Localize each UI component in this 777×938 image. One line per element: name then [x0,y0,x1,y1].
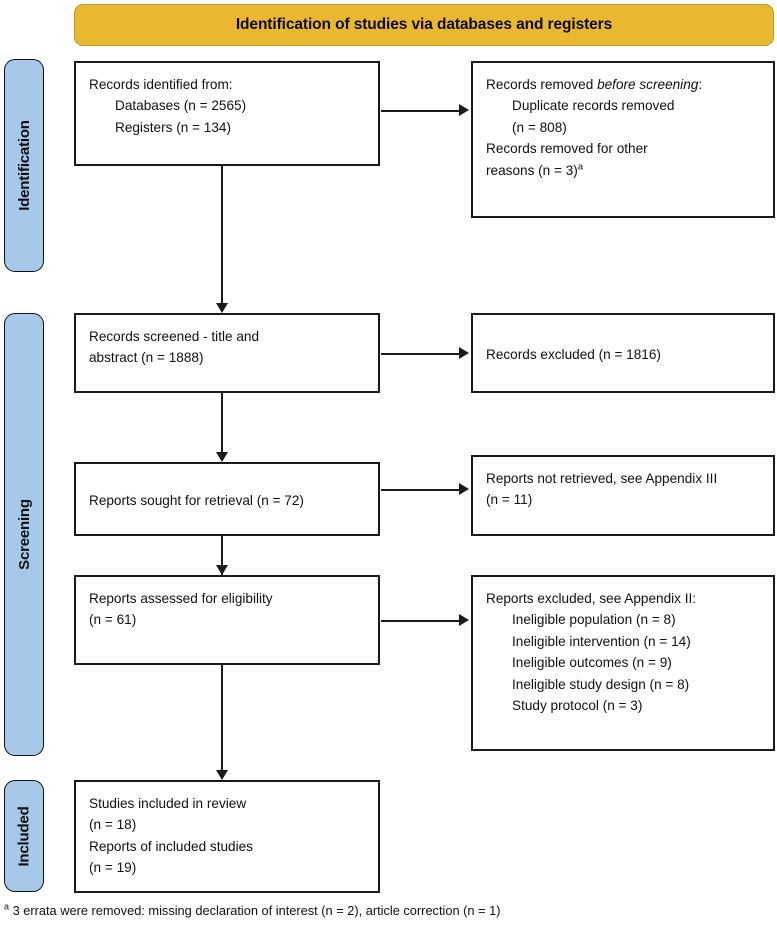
arrow-line-sought-to-not-retrieved [381,489,461,491]
records-identified-line-2: Databases (n = 2565) [115,98,247,114]
box-reports-not-retrieved: Reports not retrieved, see Appendix III … [471,455,775,536]
box-records-removed: Records removed before screening: Duplic… [471,61,775,218]
reports-excluded-line-2: Ineligible population (n = 8) [512,612,676,628]
footnote: a 3 errata were removed: missing declara… [4,901,774,918]
arrow-line-screened-to-sought [221,393,223,453]
records-excluded-line-1: Records excluded (n = 1816) [486,346,661,362]
records-identified-line-3: Registers (n = 134) [115,119,231,135]
reports-excluded-line-1: Reports excluded, see Appendix II: [486,591,697,606]
stage-label-identification: Identification [15,120,33,211]
records-screened-line-1: Records screened - title and [89,329,260,344]
arrow-line-assessed-to-included [221,665,223,771]
arrow-head-assessed-to-included [215,770,228,780]
footnote-marker: a [4,901,10,912]
arrow-line-screened-to-excluded [381,353,461,355]
stage-label-included: Included [15,805,33,867]
arrow-line-identified-to-removed [381,110,461,112]
reports-excluded-line-5: Ineligible study design (n = 8) [512,676,690,692]
box-studies-included: Studies included in review (n = 18) Repo… [74,780,380,893]
reports-assessed-line-1: Reports assessed for eligibility [89,591,273,606]
stage-bar-included: Included [4,780,44,892]
diagram-header-banner: Identification of studies via databases … [74,4,774,46]
records-screened-line-2: abstract (n = 1888) [89,350,204,366]
arrow-line-identified-to-screened [221,166,223,304]
studies-included-line-1: Studies included in review [89,796,247,811]
box-records-screened: Records screened - title and abstract (n… [74,313,380,393]
records-removed-line-3: (n = 808) [512,119,567,135]
arrow-head-identified-to-screened [215,303,228,313]
box-records-excluded: Records excluded (n = 1816) [471,313,775,393]
reports-sought-line-1: Reports sought for retrieval (n = 72) [89,492,304,508]
stage-label-screening: Screening [15,499,33,570]
arrow-head-identified-to-removed [459,104,469,116]
reports-not-retrieved-line-2: (n = 11) [486,492,533,508]
box-records-identified: Records identified from: Databases (n = … [74,61,380,166]
studies-included-line-3: Reports of included studies [89,838,253,854]
stage-bar-identification: Identification [4,59,44,272]
arrow-head-sought-to-not-retrieved [459,483,469,495]
arrow-line-sought-to-assessed [221,536,223,576]
box-reports-excluded: Reports excluded, see Appendix II: Ineli… [471,575,775,751]
box-reports-assessed: Reports assessed for eligibility (n = 61… [74,575,380,665]
records-removed-line-2: Duplicate records removed [512,98,675,114]
reports-excluded-line-6: Study protocol (n = 3) [512,698,643,714]
reports-assessed-line-2: (n = 61) [89,612,137,628]
records-identified-line-1: Records identified from: [89,77,233,92]
reports-excluded-line-3: Ineligible intervention (n = 14) [512,633,691,649]
arrow-head-screened-to-excluded [459,347,469,359]
arrow-head-screened-to-sought [215,452,228,462]
records-removed-line-5: reasons (n = 3)a [486,160,584,178]
box-reports-sought: Reports sought for retrieval (n = 72) [74,462,380,536]
reports-not-retrieved-line-1: Reports not retrieved, see Appendix III [486,471,718,486]
arrow-head-assessed-to-excluded [459,614,469,626]
studies-included-line-4: (n = 19) [89,860,137,876]
records-removed-line-4: Records removed for other [486,141,648,157]
footnote-text: 3 errata were removed: missing declarati… [9,903,501,918]
arrow-head-sought-to-assessed [215,565,228,575]
page-title: Identification of studies via databases … [235,16,613,33]
studies-included-line-2: (n = 18) [89,817,137,833]
arrow-line-assessed-to-excluded [381,620,461,622]
records-removed-line-1: Records removed before screening: [486,77,703,92]
reports-excluded-line-4: Ineligible outcomes (n = 9) [512,655,672,671]
stage-bar-screening: Screening [4,313,44,756]
